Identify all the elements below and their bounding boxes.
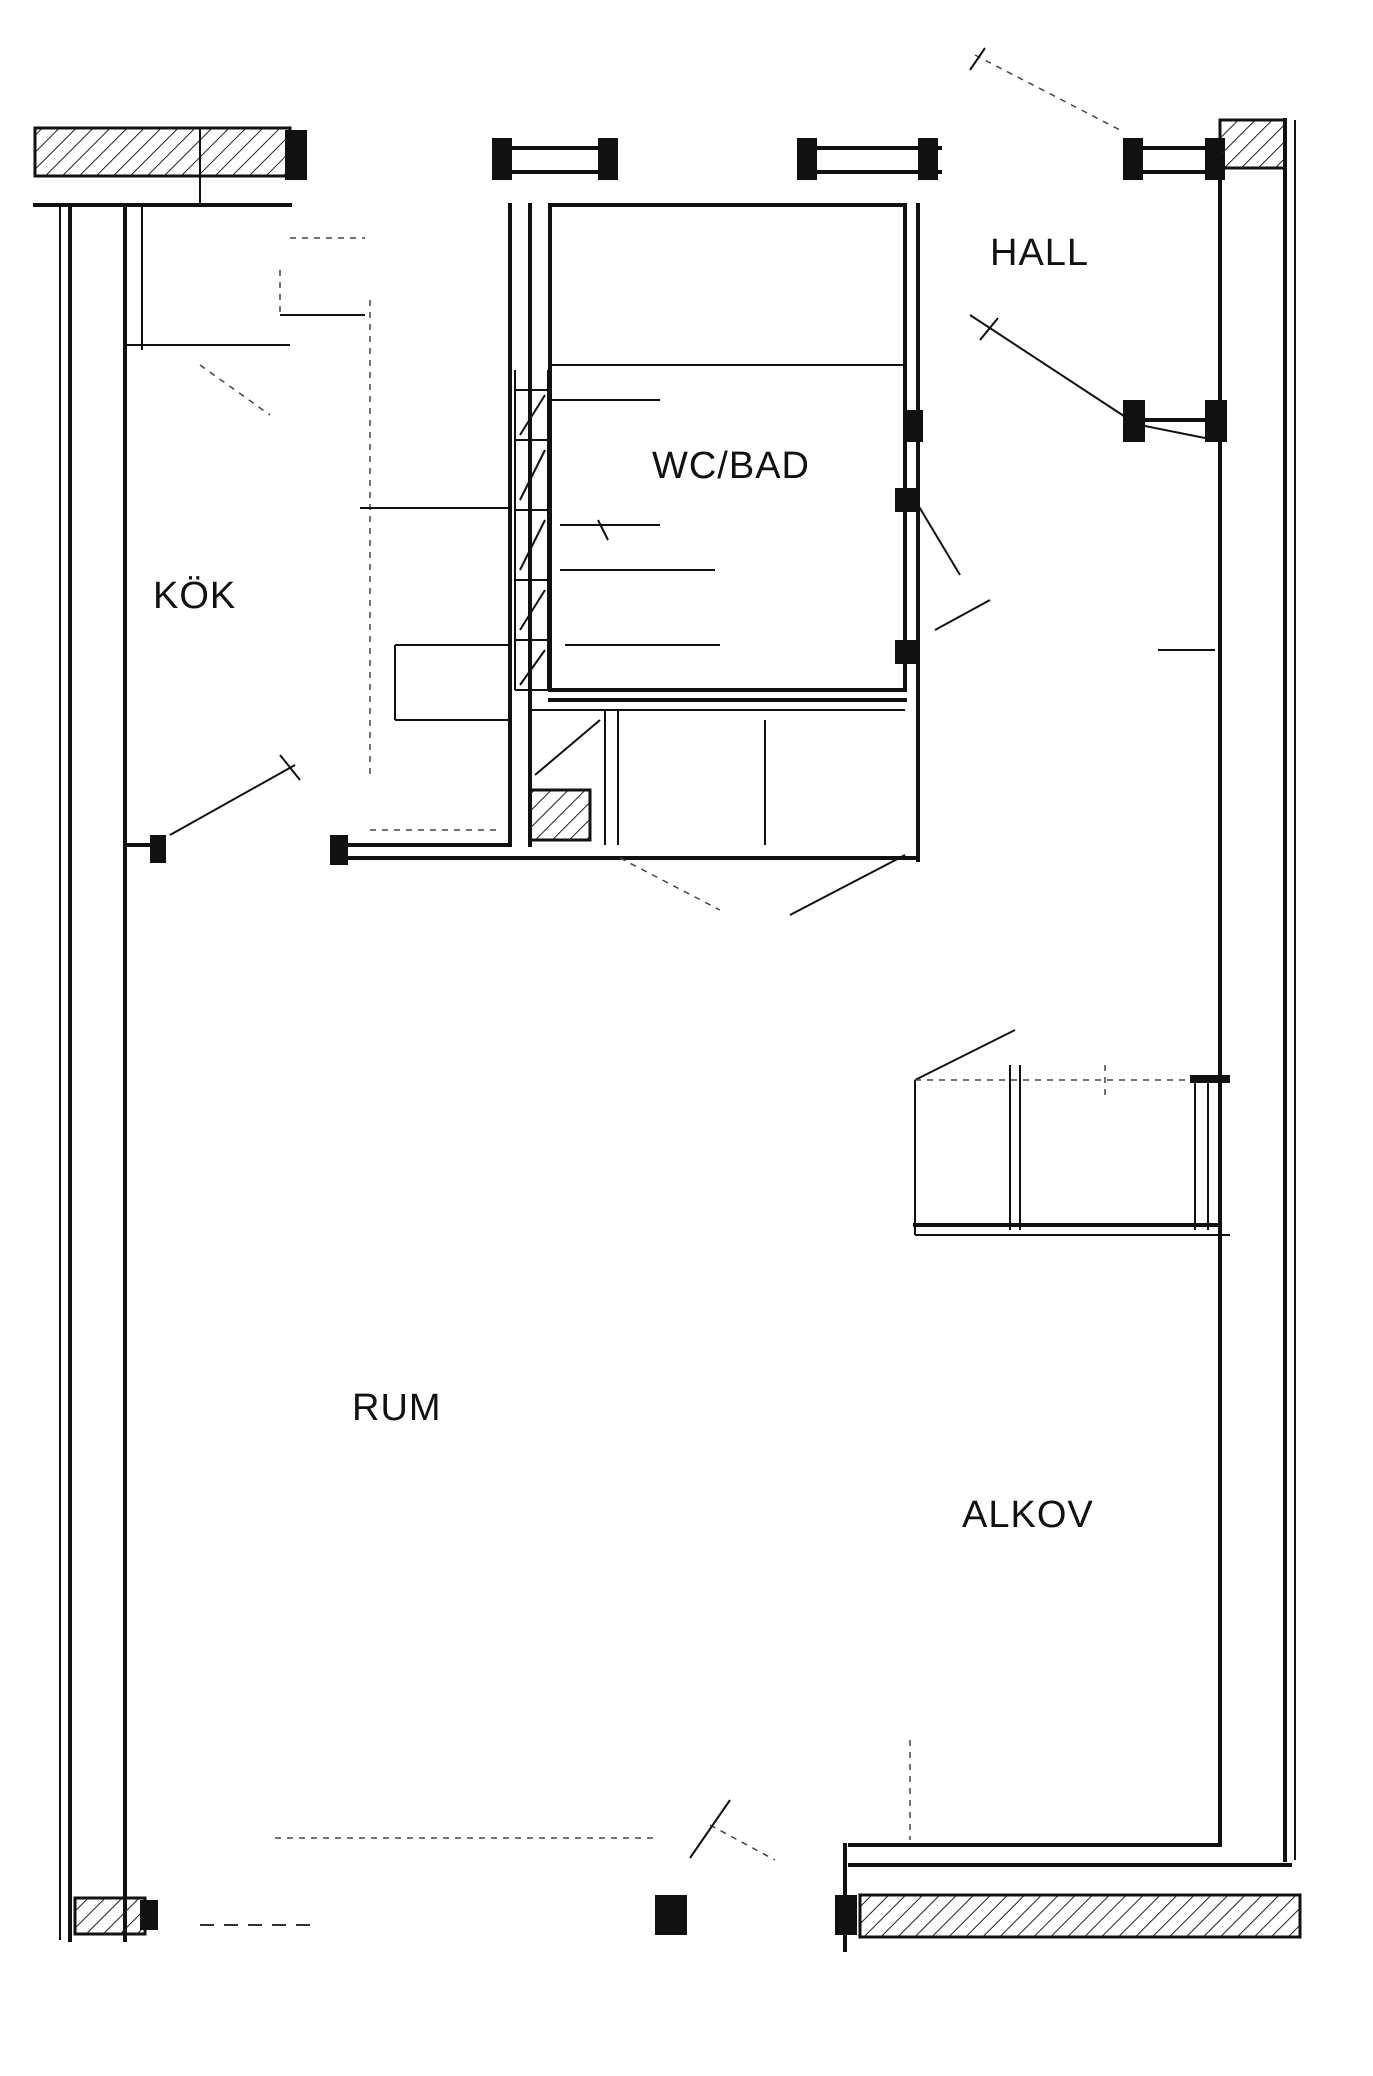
exterior-corner-bottom-left — [73, 1896, 147, 1936]
alkov-partition — [909, 1029, 1230, 1840]
room-label-wc-bad: WC/BAD — [652, 445, 810, 487]
exterior-wall-bottom-right — [655, 1843, 1302, 1952]
room-label-hall: HALL — [990, 232, 1089, 274]
exterior-wall-top — [285, 118, 1287, 180]
kitchen-walls — [123, 203, 365, 863]
central-partition — [330, 203, 917, 865]
cabinets — [528, 698, 907, 916]
room-label-rum: RUM — [352, 1387, 442, 1429]
column — [140, 1900, 158, 1930]
bathroom-walls — [548, 203, 991, 862]
room-label-alkov: ALKOV — [962, 1494, 1094, 1536]
exterior-wall-left — [59, 203, 127, 1942]
exterior-wall-right — [1218, 118, 1296, 1862]
room-label-kok: KÖK — [153, 575, 236, 617]
exterior-wall-top-left — [33, 126, 292, 207]
hall-walls — [969, 47, 1227, 651]
